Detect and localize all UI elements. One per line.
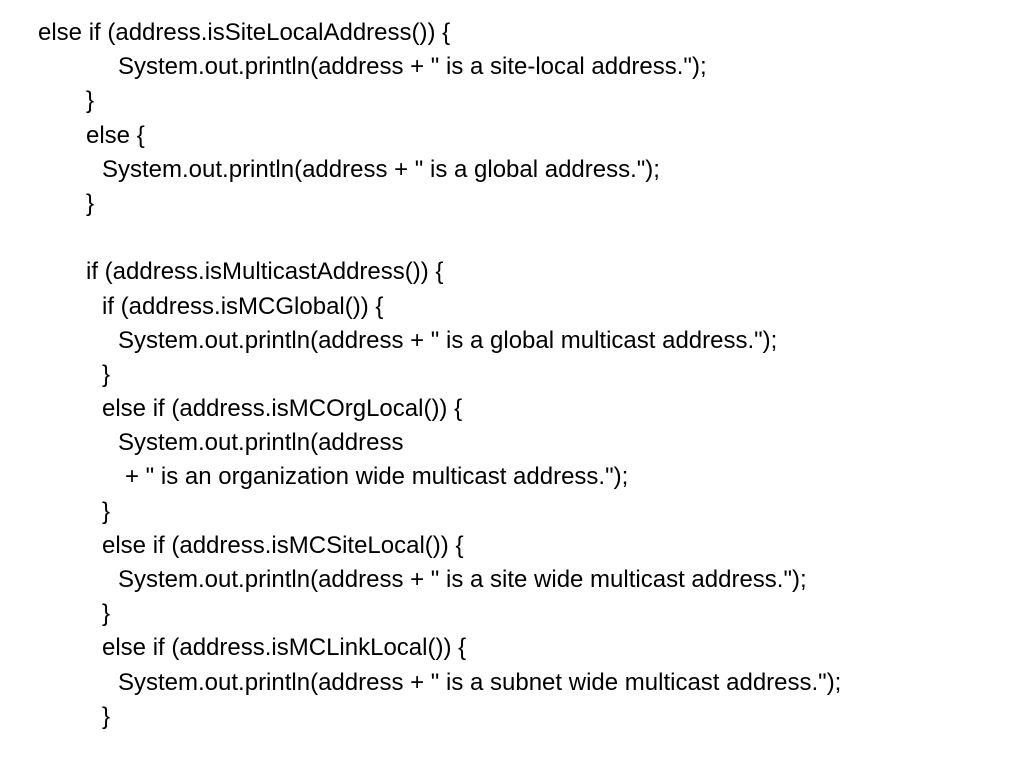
code-line-text: else { <box>86 121 145 149</box>
code-line-text: } <box>86 87 95 115</box>
code-line-text: if (address.isMCGlobal()) { <box>102 292 384 320</box>
code-line: else if (address.isSiteLocalAddress()) { <box>0 16 1024 50</box>
code-line: System.out.println(address + " is a glob… <box>0 153 1024 187</box>
code-line-text: } <box>102 497 111 525</box>
code-line-text: + " is an organization wide multicast ad… <box>125 463 629 491</box>
code-line: } <box>0 700 1024 734</box>
code-line-text: System.out.println(address + " is a site… <box>118 53 707 81</box>
code-line: else { <box>0 119 1024 153</box>
code-line-text: else if (address.isMCOrgLocal()) { <box>102 395 463 423</box>
code-line: } <box>0 187 1024 221</box>
code-line: if (address.isMCGlobal()) { <box>0 290 1024 324</box>
code-line: else if (address.isMCOrgLocal()) { <box>0 392 1024 426</box>
code-line: + " is an organization wide multicast ad… <box>0 460 1024 494</box>
code-line: System.out.println(address + " is a glob… <box>0 324 1024 358</box>
code-line: else if (address.isMCSiteLocal()) { <box>0 529 1024 563</box>
code-line: } <box>0 495 1024 529</box>
code-line-text: } <box>86 189 95 217</box>
code-line-text: System.out.println(address + " is a glob… <box>118 326 778 354</box>
code-line: else if (address.isMCLinkLocal()) { <box>0 631 1024 665</box>
code-line: System.out.println(address <box>0 426 1024 460</box>
code-line-text: else if (address.isMCLinkLocal()) { <box>102 634 467 662</box>
code-line-text: else if (address.isSiteLocalAddress()) { <box>38 19 451 46</box>
code-line: } <box>0 84 1024 118</box>
code-line-text: } <box>102 600 111 628</box>
code-line: System.out.println(address + " is a subn… <box>0 666 1024 700</box>
code-line-text: } <box>102 702 111 730</box>
code-line: } <box>0 358 1024 392</box>
code-line-text: else if (address.isMCSiteLocal()) { <box>102 531 464 559</box>
code-line: System.out.println(address + " is a site… <box>0 50 1024 84</box>
code-line <box>0 221 1024 255</box>
code-line: System.out.println(address + " is a site… <box>0 563 1024 597</box>
code-listing: else if (address.isSiteLocalAddress()) {… <box>0 16 1024 734</box>
code-line-text: System.out.println(address + " is a site… <box>118 566 807 593</box>
code-line-text: if (address.isMulticastAddress()) { <box>86 258 444 286</box>
code-line-text: System.out.println(address + " is a subn… <box>118 668 842 696</box>
code-line-text: System.out.println(address <box>118 429 404 457</box>
code-line-text: System.out.println(address + " is a glob… <box>102 155 660 183</box>
code-line: if (address.isMulticastAddress()) { <box>0 255 1024 289</box>
code-line-text: } <box>102 360 111 388</box>
code-line: } <box>0 597 1024 631</box>
